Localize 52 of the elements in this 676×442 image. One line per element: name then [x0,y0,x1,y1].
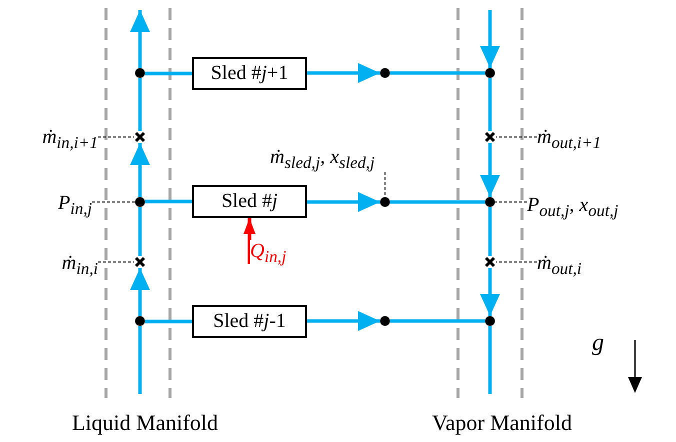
edge-label: Q$_{in,j}$ [250,240,286,267]
flow-line [307,311,380,331]
cross-mark [484,256,496,268]
sled-box: Sled #j+1 [192,57,307,90]
flow-line [130,143,150,197]
sled-box: Sled #j-1 [192,305,307,338]
junction-dot [135,316,145,326]
junction-dot [485,316,495,326]
cross-mark [484,131,496,143]
flow-line [390,200,485,204]
flow-line [488,326,492,394]
junction-dot [380,316,390,326]
junction-dot [485,68,495,78]
flow-line [138,326,142,394]
flow-line [307,63,380,83]
flow-line [390,319,485,323]
gravity-label: g [592,330,604,357]
sled-box: Sled #j [192,185,307,218]
junction-dot [135,197,145,207]
leader-line [496,136,538,138]
flow-line [145,200,192,204]
junction-dot [135,68,145,78]
junction-dot [380,197,390,207]
flow-line [145,72,192,76]
junction-dot [485,197,495,207]
flow-line [390,71,485,75]
cross-mark [134,131,146,143]
flow-line [488,207,492,256]
variable-label: P$_{in,j}$ [40,188,92,218]
leader-line [384,172,386,198]
heat-arrow [244,218,256,264]
variable-label: ṁ$_{in,i}$ [28,248,98,278]
flow-line [480,10,500,68]
variable-label: ṁ$_{sled,j}$, x$_{sled,j}$ [270,142,446,172]
manifold-label: Liquid Manifold [70,410,220,436]
variable-label: ṁ$_{out,i}$ [537,248,627,278]
flow-line [480,268,500,316]
variable-label: ṁ$_{out,i+1}$ [537,122,657,152]
cross-mark [134,256,146,268]
flow-line [138,207,142,256]
flow-line [307,192,380,212]
leader-line [98,136,134,138]
flow-line [130,268,150,316]
junction-dot [380,68,390,78]
flow-line [480,143,500,197]
variable-label: ṁ$_{in,i+1}$ [8,122,98,152]
flow-line [130,10,150,68]
flow-line [138,78,142,131]
flow-line [488,78,492,131]
flow-line [145,320,192,324]
manifold-label: Vapor Manifold [431,410,573,436]
variable-label: P$_{out,j}$, x$_{out,j}$ [527,190,676,220]
